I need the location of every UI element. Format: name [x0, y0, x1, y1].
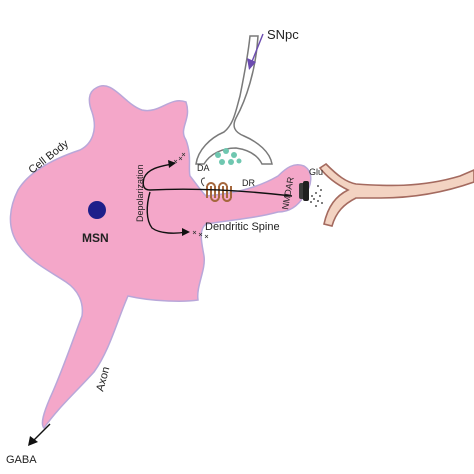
- x-mark: [198, 232, 203, 237]
- snpc-arrow-shaft: [250, 33, 264, 65]
- glu-dot: [317, 185, 319, 187]
- x-marks-lower: [192, 230, 209, 239]
- glu-dot: [320, 189, 322, 191]
- vesicle: [219, 159, 225, 165]
- glu-dot: [319, 195, 321, 197]
- msn-cell: [9, 85, 312, 430]
- label-gaba: GABA: [6, 454, 37, 466]
- da-vesicles: [215, 148, 242, 165]
- label-msn: MSN: [82, 231, 109, 245]
- dr-loop: [210, 197, 232, 202]
- depolarization-path-lower: [146, 191, 187, 234]
- x-marks-upper: [173, 152, 186, 164]
- glu-dot: [317, 200, 319, 202]
- snpc-arrow-head: [247, 58, 256, 70]
- vesicle: [231, 152, 237, 158]
- x-mark: [204, 234, 209, 239]
- x-mark: [178, 156, 183, 161]
- vesicle: [223, 148, 229, 154]
- gaba-arrow-head: [28, 436, 38, 446]
- label-glu: Glu: [309, 167, 323, 177]
- label-snpc: SNpc: [267, 27, 299, 42]
- dr-receptor: [206, 182, 232, 202]
- glutamate-release: [310, 185, 323, 207]
- vesicle: [236, 158, 242, 164]
- label-depolarization: Depolarization: [135, 164, 145, 222]
- depolarization-arrow-lower: [182, 228, 190, 236]
- glu-dot: [315, 192, 317, 194]
- x-mark: [181, 152, 186, 157]
- gaba-arrow-shaft: [31, 423, 51, 443]
- label-dr: DR: [242, 178, 255, 188]
- vesicle: [228, 159, 234, 165]
- nmdar-receptor: [299, 181, 309, 201]
- nmdar-body: [303, 181, 309, 201]
- glu-dot: [311, 195, 313, 197]
- label-dendritic-spine: Dendritic Spine: [205, 221, 280, 233]
- glu-dot: [321, 202, 323, 204]
- dr-loop: [206, 182, 228, 187]
- glu-dot: [310, 201, 312, 203]
- glu-dot: [313, 198, 315, 200]
- msn-nucleus: [88, 201, 106, 219]
- depolarization-path: [142, 163, 293, 197]
- depolarization-arrow-upper: [168, 160, 176, 168]
- glutamate-neuron-terminal: [318, 162, 474, 227]
- glu-dot: [315, 205, 317, 207]
- x-mark: [173, 159, 178, 164]
- vesicle: [215, 152, 221, 158]
- label-da: DA: [197, 163, 210, 173]
- dr-tail: [201, 177, 206, 187]
- label-axon: Axon: [94, 365, 112, 392]
- x-mark: [192, 230, 197, 235]
- da-neuron-terminal: [195, 35, 273, 165]
